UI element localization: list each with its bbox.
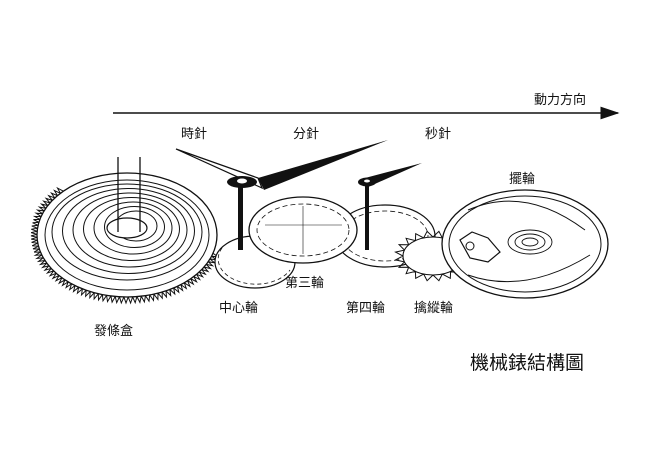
power-direction-label: 動力方向 <box>534 92 586 108</box>
mainspring-barrel <box>30 157 220 305</box>
mainspring-spiral <box>51 183 203 281</box>
hour-hand-label: 時針 <box>181 127 207 142</box>
fourth-wheel-label: 第四輪 <box>346 300 385 316</box>
center-post <box>238 185 243 250</box>
balance-wheel <box>441 189 609 299</box>
center-wheel-label: 中心輪 <box>219 300 258 316</box>
barrel-label: 發條盒 <box>94 323 133 339</box>
barrel-gear-teeth <box>30 186 220 305</box>
escape-wheel-label: 擒縱輪 <box>414 300 453 316</box>
third-wheel <box>248 196 358 264</box>
fourth-post <box>365 182 369 250</box>
minute-hand-label: 分針 <box>293 127 319 142</box>
second-hand <box>365 163 422 187</box>
third-wheel-label: 第三輪 <box>285 275 324 291</box>
minute-hand <box>258 140 388 190</box>
second-hand-label: 秒針 <box>425 127 451 142</box>
balance-wheel-label: 擺輪 <box>509 171 535 187</box>
diagram-title: 機械錶結構圖 <box>470 352 584 374</box>
